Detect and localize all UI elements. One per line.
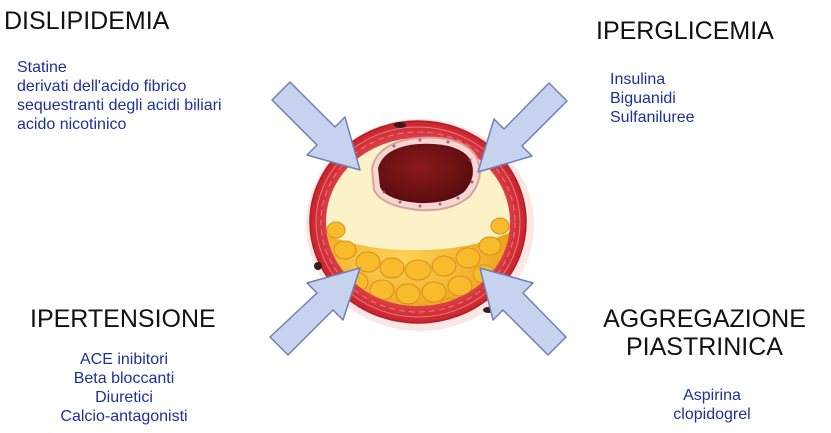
arrow-from-top-right-icon [478, 83, 567, 172]
iperglicemia-title: IPERGLICEMIA [596, 18, 774, 46]
list-item: Calcio-antagonisti [34, 407, 214, 426]
list-item: Biguanidi [610, 89, 695, 108]
arrow-from-top-left-icon [272, 82, 360, 170]
list-item: derivati dell'acido fibrico [17, 77, 222, 96]
list-item: Aspirina [652, 386, 772, 405]
list-item: Beta bloccanti [34, 369, 214, 388]
list-item: ACE inibitori [34, 350, 214, 369]
list-item: Statine [17, 58, 222, 77]
iperglicemia-drug-list: Insulina Biguanidi Sulfaniluree [610, 70, 695, 127]
aggregazione-title-line2: PIASTRINICA [582, 334, 827, 362]
arrow-from-bottom-left-icon [270, 268, 360, 355]
ipertensione-title: IPERTENSIONE [30, 306, 216, 334]
list-item: acido nicotinico [17, 115, 222, 134]
dislipidemia-title: DISLIPIDEMIA [4, 8, 169, 36]
ipertensione-drug-list: ACE inibitori Beta bloccanti Diuretici C… [34, 350, 214, 426]
list-item: clopidogrel [652, 405, 772, 424]
list-item: Sulfaniluree [610, 108, 695, 127]
list-item: Insulina [610, 70, 695, 89]
aggregazione-title-line1: AGGREGAZIONE [582, 306, 827, 334]
list-item: Diuretici [34, 388, 214, 407]
aggregazione-drug-list: Aspirina clopidogrel [652, 386, 772, 424]
arrow-from-bottom-right-icon [480, 268, 566, 355]
list-item: sequestranti degli acidi biliari [17, 96, 222, 115]
dislipidemia-drug-list: Statine derivati dell'acido fibrico sequ… [17, 58, 222, 134]
aggregazione-title: AGGREGAZIONE PIASTRINICA [582, 306, 827, 361]
